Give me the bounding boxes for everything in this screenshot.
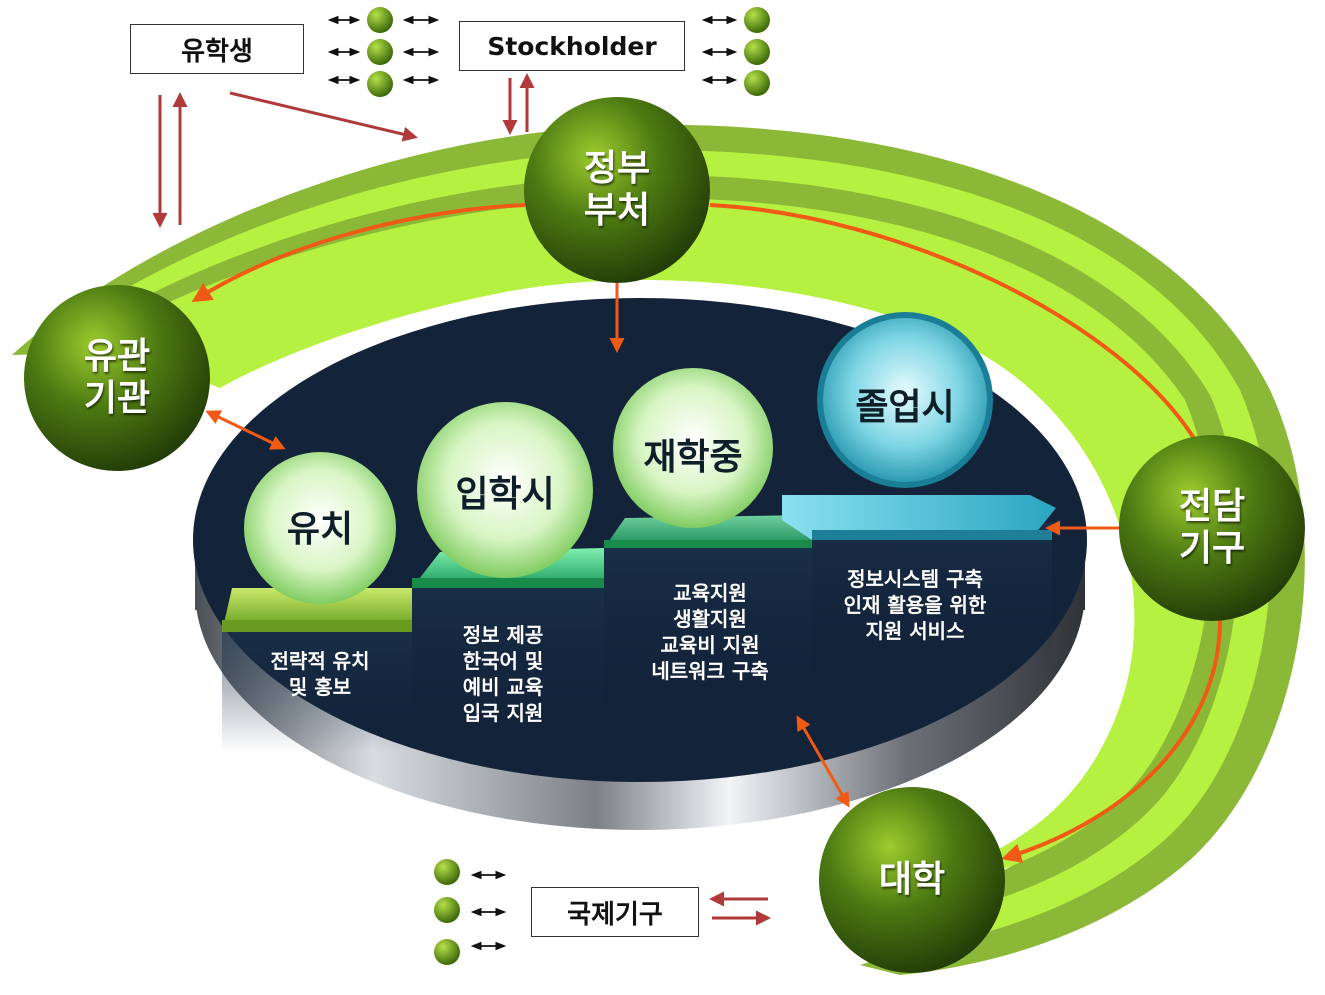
government-label-line-2: 부처 xyxy=(583,190,651,231)
stage-ball-3 xyxy=(613,368,773,528)
circulation-arrows xyxy=(191,203,1222,863)
small-arrows xyxy=(327,15,738,951)
stage-desc-enrolled: 교육지원 생활지원 교육비 지원 네트워크 구축 xyxy=(610,580,810,684)
stage-desc-item: 예비 교육 xyxy=(462,675,544,699)
step-columns xyxy=(222,522,1052,752)
stage-desc-item: 교육비 지원 xyxy=(660,633,760,657)
stage-desc-item: 및 홍보 xyxy=(288,675,352,699)
stage-desc-item: 인재 활용을 위한 xyxy=(843,593,987,617)
international-students-box: 유학생 xyxy=(130,24,304,74)
stage-desc-item: 한국어 및 xyxy=(462,649,544,673)
government-node: 정부 부처 xyxy=(525,98,709,282)
international-students-label: 유학생 xyxy=(181,36,253,67)
stockholder-box: Stockholder xyxy=(459,21,685,71)
related-agencies-node-circle xyxy=(24,285,210,471)
international-organizations-label: 국제기구 xyxy=(567,899,663,930)
steps xyxy=(222,495,1056,632)
government-node-circle xyxy=(524,97,710,283)
stage-ball-1 xyxy=(244,452,396,604)
stage-desc-item: 정보시스템 구축 xyxy=(847,567,983,591)
stage-ball-4 xyxy=(823,318,987,482)
dedicated-agency-node-circle xyxy=(1119,435,1305,621)
stage-desc-recruitment: 전략적 유치 및 홍보 xyxy=(230,648,410,700)
dedicated-agency-label-line-2: 기구 xyxy=(1178,528,1246,569)
stage-desc-item: 교육지원 xyxy=(673,581,747,605)
stage-desc-admission: 정보 제공 한국어 및 예비 교육 입국 지원 xyxy=(418,622,588,726)
stage-desc-item: 생활지원 xyxy=(673,607,747,631)
stage-desc-item: 입국 지원 xyxy=(462,701,544,725)
government-label-line-1: 정부 xyxy=(583,148,651,189)
stakeholder-dots xyxy=(367,7,770,965)
stage-desc-item: 정보 제공 xyxy=(462,623,544,647)
related-agencies-node: 유관 기관 xyxy=(25,286,209,470)
stage-label-admission: 입학시 xyxy=(455,474,555,515)
university-node: 대학 xyxy=(820,788,1004,972)
stage-balls xyxy=(244,312,993,604)
stockholder-label: Stockholder xyxy=(487,31,657,61)
stage-desc-item: 전략적 유치 xyxy=(270,649,370,673)
university-node-circle xyxy=(819,787,1005,973)
red-arrows xyxy=(152,73,771,926)
related-agencies-label-line-2: 기관 xyxy=(83,378,151,419)
stakeholder-nodes xyxy=(24,97,1305,973)
international-organizations-box: 국제기구 xyxy=(531,887,699,937)
dedicated-agency-node: 전담 기구 xyxy=(1120,436,1304,620)
stage-ball-2 xyxy=(417,402,593,578)
stage-desc-item: 네트워크 구축 xyxy=(651,659,769,683)
stage-label-enrolled: 재학중 xyxy=(643,437,743,478)
stage-desc-item: 지원 서비스 xyxy=(865,619,965,643)
stage-desc-graduation: 정보시스템 구축 인재 활용을 위한 지원 서비스 xyxy=(815,566,1015,644)
stage-label-recruitment: 유치 xyxy=(286,509,354,550)
related-agencies-label-line-1: 유관 xyxy=(83,336,151,377)
university-label: 대학 xyxy=(878,859,946,900)
dedicated-agency-label-line-1: 전담 xyxy=(1178,486,1246,527)
stage-label-graduation: 졸업시 xyxy=(855,387,955,428)
